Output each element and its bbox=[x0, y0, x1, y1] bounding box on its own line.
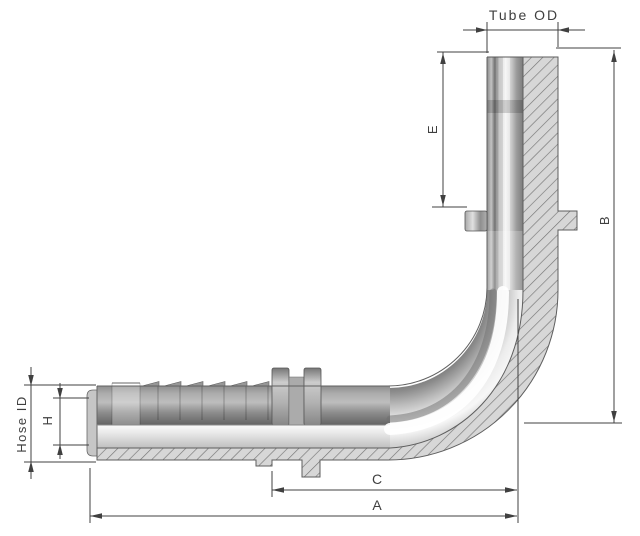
barb-outer-band bbox=[97, 386, 390, 425]
dimension-h: H bbox=[40, 383, 89, 459]
arrow-right bbox=[505, 487, 517, 493]
dimension-a: A bbox=[89, 468, 517, 523]
stop-ring-spacer bbox=[288, 376, 305, 426]
arrow-right bbox=[505, 513, 517, 519]
bore-band bbox=[97, 425, 390, 448]
bend-shadow-arc bbox=[386, 288, 497, 423]
arrow-down bbox=[440, 195, 446, 206]
h-label: H bbox=[40, 415, 55, 426]
sleeve-section bbox=[487, 231, 523, 290]
stop-ring-1 bbox=[271, 367, 290, 426]
body-outline bbox=[97, 57, 488, 387]
fitting-body bbox=[86, 56, 558, 460]
dimension-hose-id: Hose ID bbox=[14, 367, 96, 479]
stop-ring-2 bbox=[303, 367, 322, 426]
hose-id-label: Hose ID bbox=[14, 395, 29, 452]
arrow-up bbox=[57, 444, 63, 455]
arrow-up bbox=[28, 461, 34, 472]
e-label: E bbox=[425, 124, 440, 134]
dimension-tube-od: Tube OD bbox=[463, 7, 585, 53]
arrow-left bbox=[272, 487, 284, 493]
arrow-right bbox=[558, 27, 569, 33]
section-hatch bbox=[96, 56, 578, 478]
arrow-down bbox=[28, 375, 34, 386]
bend-highlight-arc bbox=[384, 286, 509, 435]
b-label: B bbox=[597, 215, 612, 225]
tube-od-label: Tube OD bbox=[489, 7, 559, 23]
hose-end-face bbox=[86, 389, 98, 457]
arrow-up bbox=[611, 51, 617, 62]
arrow-left bbox=[90, 513, 102, 519]
arrow-down bbox=[611, 411, 617, 422]
c-label: C bbox=[372, 471, 384, 487]
a-label: A bbox=[372, 497, 383, 513]
arrow-down bbox=[57, 388, 63, 399]
barb-shoulder-band bbox=[112, 383, 140, 425]
tube-stem bbox=[487, 57, 523, 290]
arrow-left bbox=[476, 27, 487, 33]
horizontal-barb-run bbox=[86, 367, 390, 460]
dimension-b: B bbox=[524, 47, 622, 424]
dimension-c: C bbox=[271, 299, 519, 523]
dimension-e: E bbox=[425, 51, 489, 208]
tube-joint-band bbox=[487, 100, 523, 113]
arrow-up bbox=[440, 53, 446, 64]
collar-left-tab bbox=[464, 210, 488, 232]
vertical-tube bbox=[487, 56, 558, 290]
